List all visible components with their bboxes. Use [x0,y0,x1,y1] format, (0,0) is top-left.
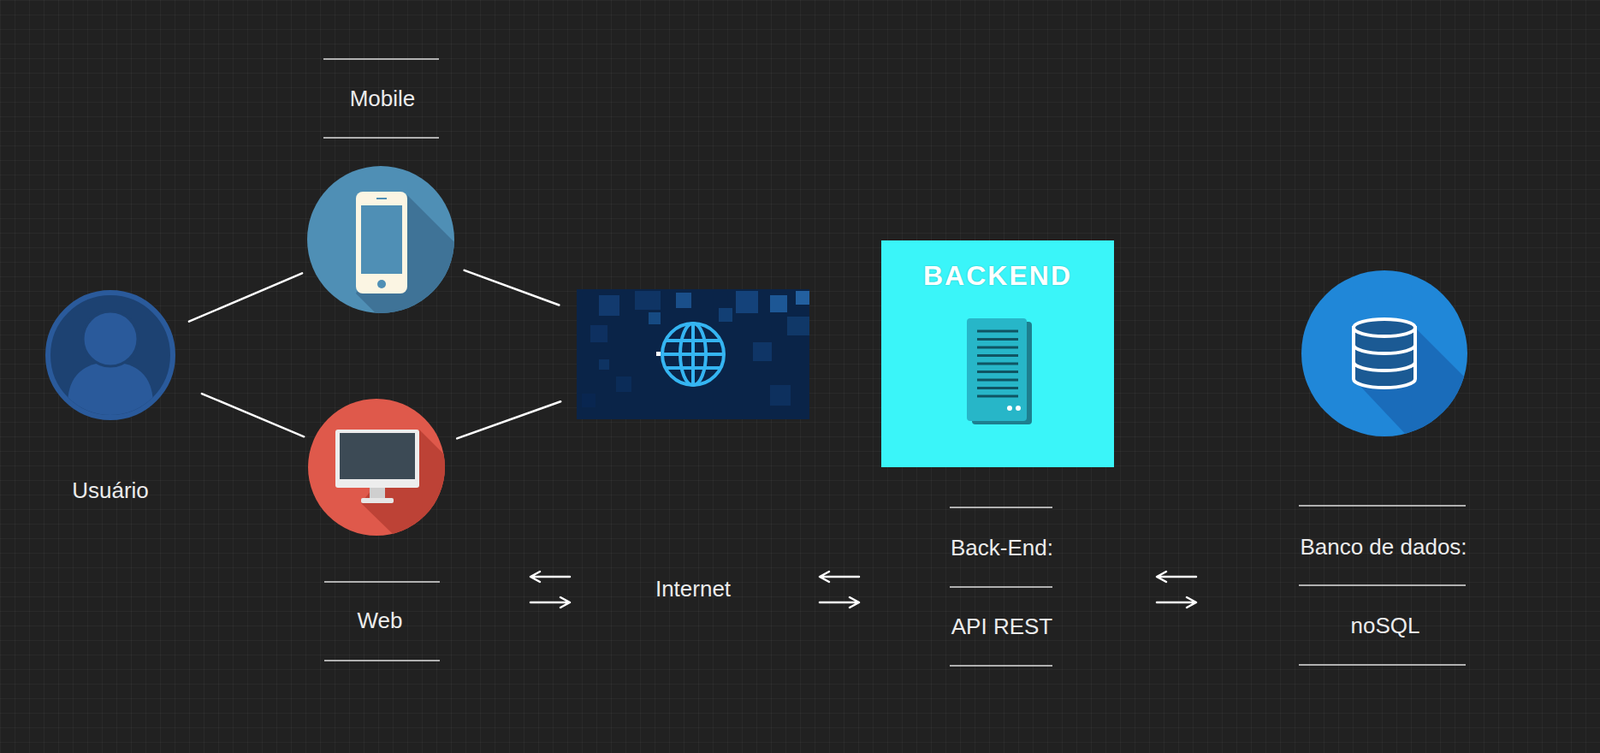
long-shadow [1353,327,1532,514]
globe-outline [662,323,724,386]
connector [189,272,303,321]
phone-speaker [376,197,387,200]
pixel [598,359,610,370]
pixel [616,376,632,392]
cylinder-band [1353,344,1416,354]
server-slot [977,379,1019,382]
monitor-base [361,497,394,504]
database-circle: Banco de dados:noSQL [1301,270,1468,437]
connector [819,571,860,608]
user-head [82,311,138,367]
connector [530,571,570,608]
rule-line [1298,584,1466,587]
pixel [675,292,692,309]
database-icon [1301,270,1532,514]
pixel [795,290,810,305]
pixel [787,316,810,336]
cursor-dot [656,351,661,356]
server-slot [977,370,1019,374]
pixel [752,342,772,362]
node-label: Usuário [71,477,149,504]
rule-lines [323,59,1466,666]
pixel [770,385,791,406]
internet-image: Internet [576,289,810,420]
backend-square [881,240,1115,468]
pixel-squares [581,290,810,408]
node-label: Back-End: [950,534,1054,562]
globe-parallel [666,338,720,343]
rule-line [1298,663,1466,666]
web-icon [308,398,599,685]
rule-line [949,664,1053,667]
pixel [634,290,661,310]
globe-parallel [666,366,720,370]
rule-line [1298,504,1466,507]
server-slot [977,362,1019,366]
pixel [770,295,788,313]
pixel [581,393,596,408]
phone-button [377,279,386,289]
server-slot [977,386,1019,390]
phone-body [355,191,408,294]
node-label: Mobile [349,85,416,113]
monitor-stand [369,487,386,498]
backend-box: BACKENDBack-End:API REST [881,240,1115,468]
rule-line [324,580,440,583]
user-circle: Usuário [45,290,176,421]
mobile-circle: Mobile [307,165,455,314]
user-icon [47,292,173,428]
server-slot [977,395,1019,398]
box-title: BACKEND [923,259,1073,292]
rule-line [324,659,440,662]
connector [464,270,560,306]
node-label: API REST [951,613,1053,640]
monitor-screen [339,432,415,480]
web-circle: Web [308,398,445,536]
monitor-frame [335,429,420,488]
connector-path [1156,571,1197,608]
cylinder-top [1353,319,1416,337]
backend-icon [881,240,1115,468]
connector-path [456,401,561,439]
globe-icon [662,323,724,386]
server-body [966,318,1027,421]
server-led [1015,405,1021,411]
server-slots [977,331,1019,397]
user-body [67,361,154,428]
connector [456,401,561,439]
server-slot [977,346,1019,350]
connector [1156,571,1197,608]
connector-path [819,571,860,608]
server-slot [977,337,1019,341]
rule-line [949,506,1053,509]
pixel [590,325,608,343]
connector-path [189,272,303,321]
globe-equator [662,352,724,356]
rule-line [949,586,1053,588]
connector-path [201,393,304,437]
cylinder-band [1353,361,1416,371]
rule-line [323,58,439,60]
pixel [735,290,759,314]
connector [201,393,304,437]
node-label: Banco de dados: [1299,533,1467,561]
server-led [1007,405,1013,411]
node-label: noSQL [1351,612,1421,640]
image-ground [576,289,810,420]
rule-line [323,136,439,139]
server-slot [977,330,1019,333]
pixel [648,312,661,325]
server-slot [977,354,1019,357]
internet-image [576,289,810,420]
node-label: Web [357,607,403,635]
phone-screen [361,205,403,274]
node-label: Internet [655,575,731,603]
pixel [598,295,620,316]
connector-path [464,270,560,306]
pixel [718,308,733,322]
connector-path [530,571,570,608]
